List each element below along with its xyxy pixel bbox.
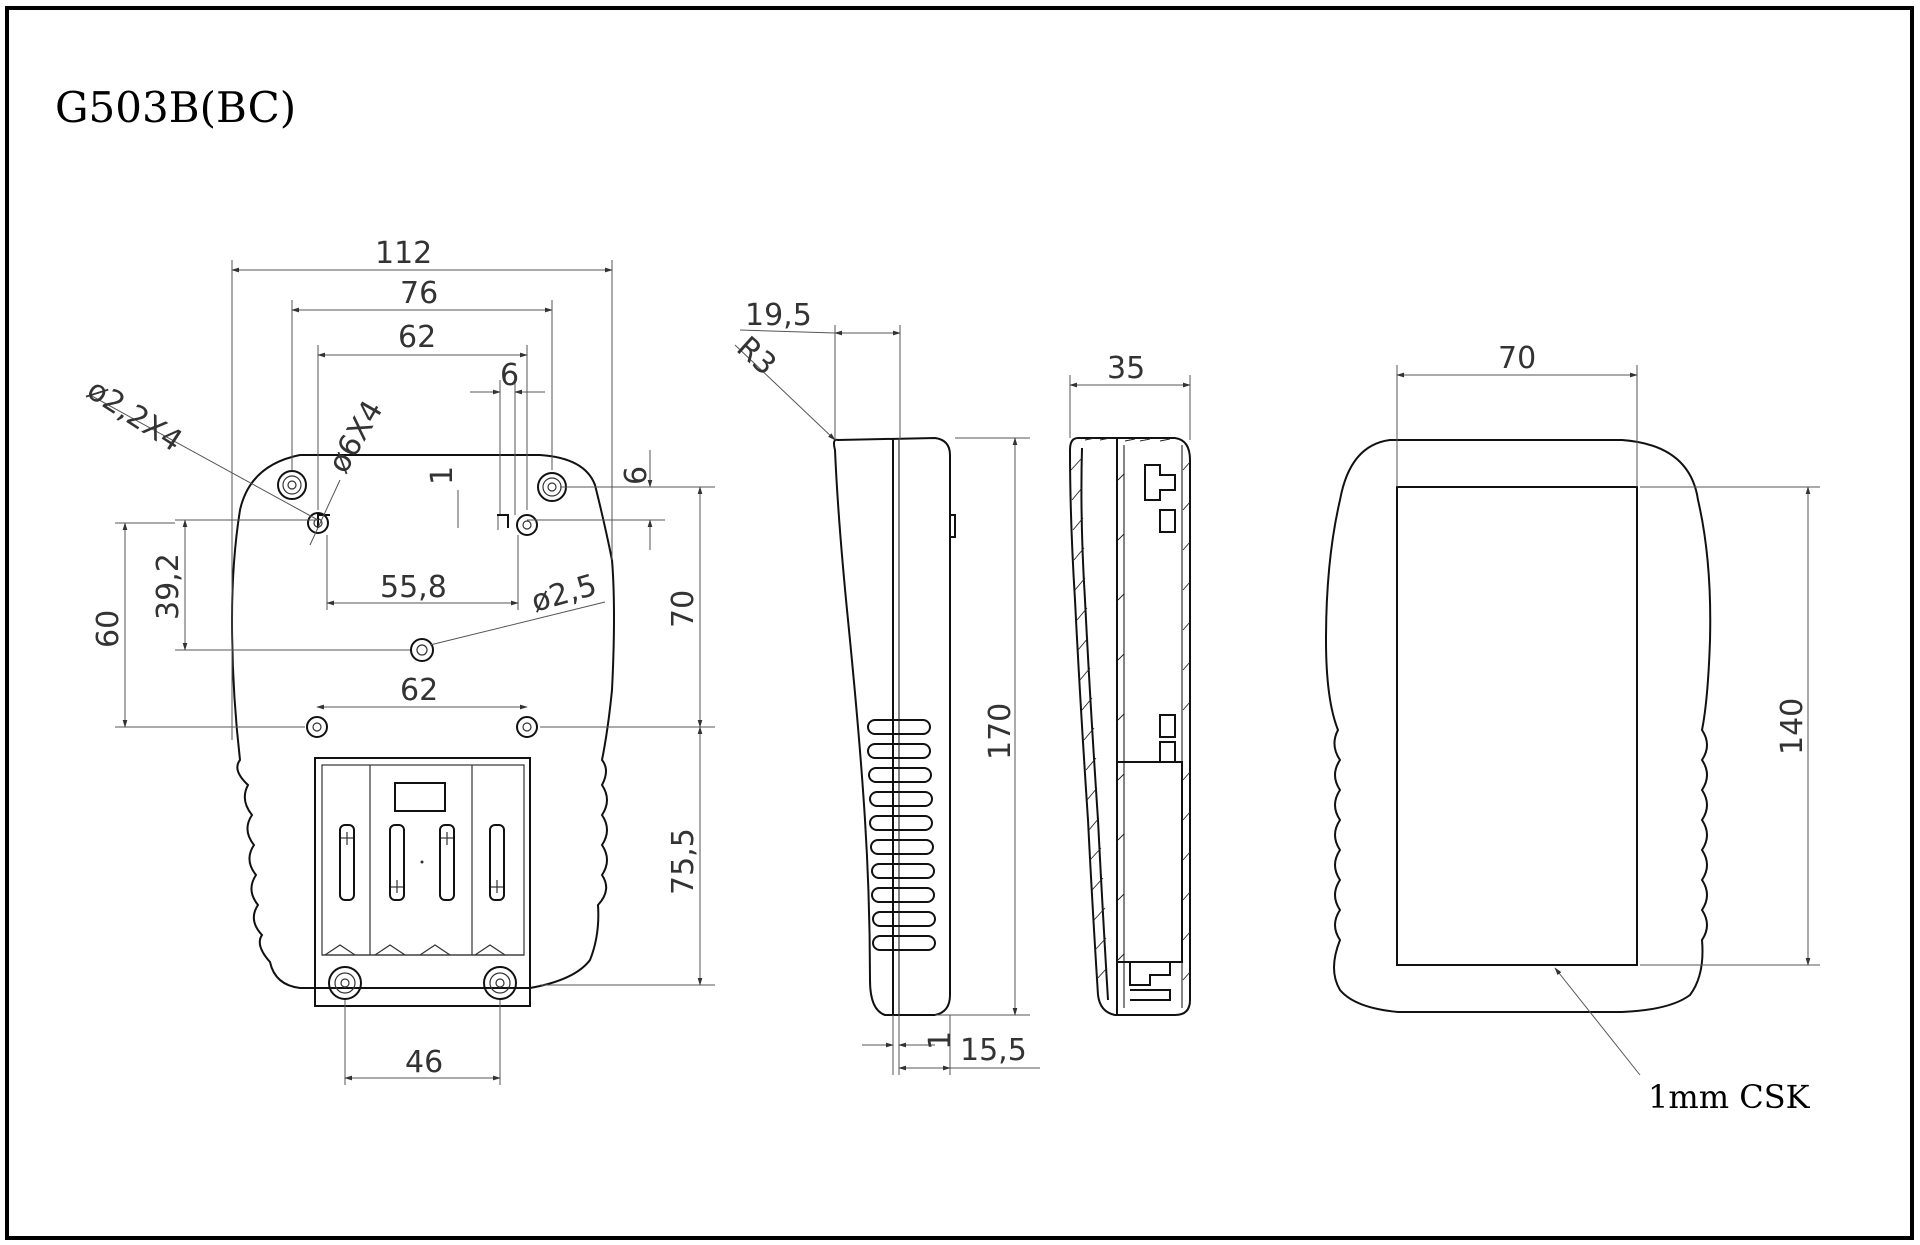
dim-radius: R3 xyxy=(730,330,783,383)
top-view-outline xyxy=(1324,439,1712,1013)
dim-75-5: 75,5 xyxy=(666,828,701,895)
hole-label-small: ø2,2X4 xyxy=(81,372,189,459)
dim-39-2: 39,2 xyxy=(151,553,186,620)
dim-170: 170 xyxy=(983,703,1018,760)
dim-76: 76 xyxy=(400,276,438,311)
dim-19-5: 19,5 xyxy=(745,298,812,333)
front-view: 112 76 62 6 6 1 ø2,2X4 ø6X4 55,8 ø2,5 39… xyxy=(81,236,715,1085)
dim-35: 35 xyxy=(1107,351,1145,386)
dim-6-top: 6 xyxy=(500,358,519,393)
dim-1-hole: 1 xyxy=(425,466,460,485)
drawing-frame xyxy=(5,6,1914,1240)
dim-60: 60 xyxy=(91,610,126,648)
dim-112: 112 xyxy=(375,236,432,271)
side-view-outline xyxy=(833,436,951,1016)
screw-boss-top-left xyxy=(277,470,307,500)
front-view-dimensions xyxy=(89,260,715,1085)
csk-note: 1mm CSK xyxy=(1648,1078,1811,1116)
side-view: 19,5 R3 170 1 15,5 xyxy=(730,298,1040,1075)
dim-55-8: 55,8 xyxy=(380,570,447,605)
dim-70-front: 70 xyxy=(666,590,701,628)
hole-label-large: ø6X4 xyxy=(322,395,391,479)
screw-boss-bottom-right xyxy=(483,966,517,1000)
battery-4 xyxy=(489,824,505,901)
section-view-outline xyxy=(1068,437,1191,1016)
battery-1 xyxy=(339,824,355,901)
battery-compartment xyxy=(314,757,531,1007)
hole-center xyxy=(410,638,434,662)
side-view-dimensions xyxy=(734,325,1040,1075)
hole-left-upper xyxy=(307,512,329,534)
hole-label-center: ø2,5 xyxy=(528,568,601,620)
battery-2 xyxy=(389,824,405,901)
dim-70-top: 70 xyxy=(1498,341,1536,376)
display-window xyxy=(1396,486,1638,966)
dim-1-side: 1 xyxy=(923,1031,958,1050)
section-view: 35 xyxy=(1068,351,1191,1016)
battery-3 xyxy=(439,824,455,901)
dim-15-5: 15,5 xyxy=(960,1033,1027,1068)
screw-boss-bottom-left xyxy=(328,966,362,1000)
top-view: 70 140 1mm CSK xyxy=(1324,341,1820,1116)
dim-62-top: 62 xyxy=(398,320,436,355)
dim-62-mid: 62 xyxy=(400,673,438,708)
hole-left-mid xyxy=(306,716,328,738)
hole-right-mid xyxy=(516,716,538,738)
front-view-outline xyxy=(230,454,615,989)
section-hatch xyxy=(1070,437,1191,981)
hole-right-upper xyxy=(516,514,538,536)
vent-slots xyxy=(867,719,936,951)
dim-46: 46 xyxy=(405,1045,443,1080)
dim-140: 140 xyxy=(1775,698,1810,755)
dim-6-right: 6 xyxy=(619,466,654,485)
drawing-title: G503B(BC) xyxy=(55,83,296,132)
